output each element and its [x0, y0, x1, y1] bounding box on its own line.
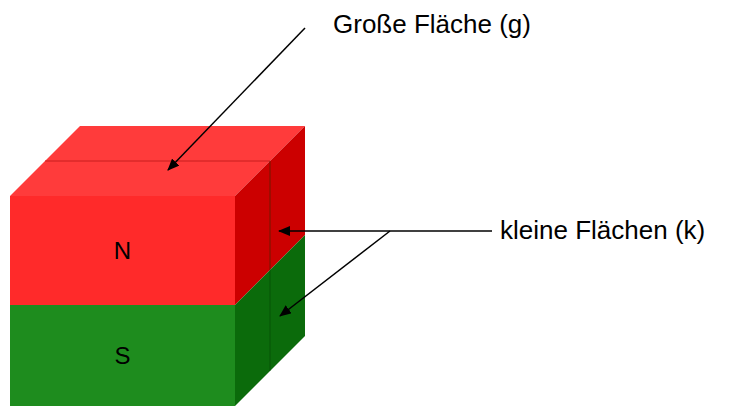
- leader-line: [280, 231, 390, 316]
- face-seam: [270, 161, 271, 371]
- leader-line: [279, 230, 390, 232]
- callout-label: kleine Flächen (k): [500, 212, 732, 248]
- leader-line: [168, 28, 305, 170]
- leader-line: [390, 230, 492, 232]
- pole-letter: S: [114, 342, 130, 370]
- face-seam: [45, 161, 270, 162]
- north-pole-face: N: [10, 196, 235, 305]
- callout-label: Große Fläche (g): [333, 6, 548, 42]
- south-pole-face: S: [10, 305, 235, 406]
- pole-letter: N: [114, 237, 131, 265]
